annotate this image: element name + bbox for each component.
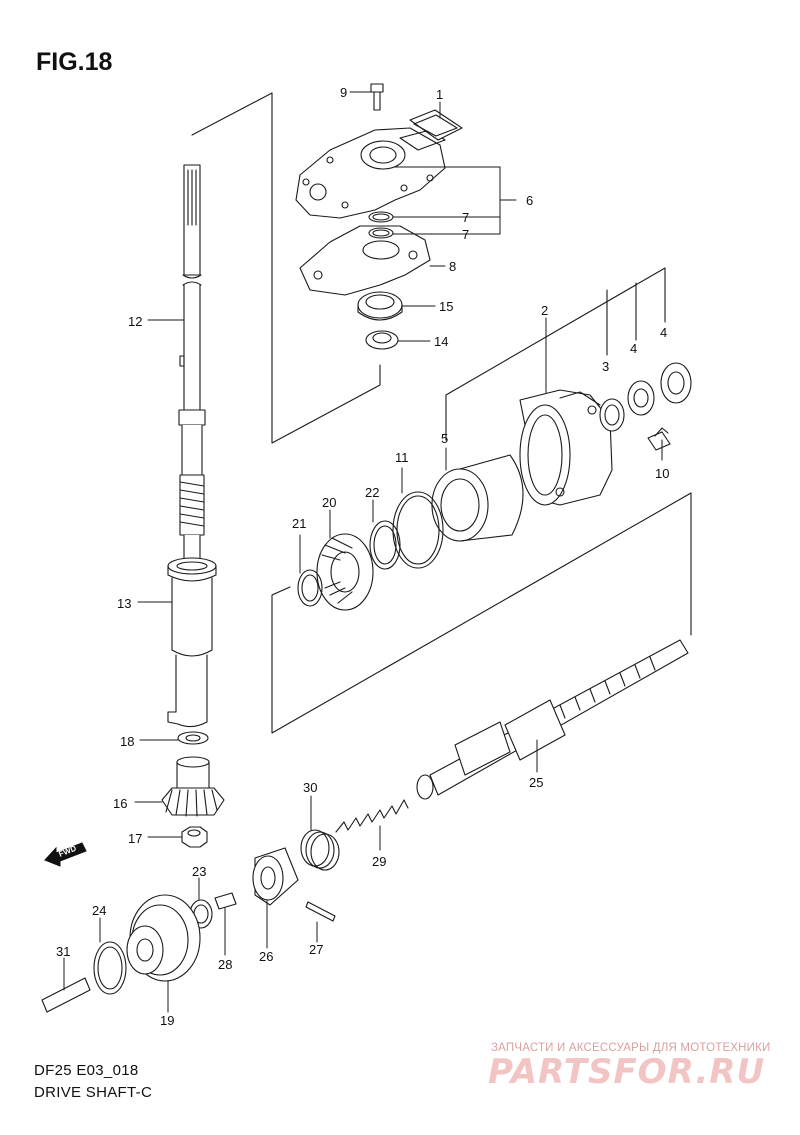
pin-part-31: [41, 977, 91, 1013]
impeller-part-1: [409, 109, 463, 141]
assembly-bracket-housing: [445, 267, 666, 441]
spring-part-29: [335, 799, 409, 833]
shim-part-24: [93, 941, 127, 995]
callout-part-25: 25: [529, 775, 543, 790]
callout-part-7b: 7: [462, 227, 469, 242]
nut-part-17: [181, 826, 208, 848]
shim-part-21: [297, 569, 323, 607]
drive-shaft-tube-part-13: [167, 557, 217, 728]
bolt-part-10: [647, 427, 671, 451]
callout-part-11: 11: [395, 450, 409, 465]
seal-part-14: [365, 330, 399, 350]
seal-part-4-outer: [660, 362, 692, 404]
callout-part-8: 8: [449, 259, 456, 274]
oring-part-11: [392, 491, 444, 569]
callout-part-3: 3: [602, 359, 609, 374]
pin-part-27: [305, 901, 336, 922]
seal-part-4-inner: [627, 380, 655, 416]
callout-part-13: 13: [117, 596, 131, 611]
callout-part-6: 6: [526, 193, 533, 208]
callout-part-1: 1: [436, 87, 443, 102]
drive-shaft-part-12: [178, 164, 206, 561]
washer-part-18: [177, 731, 209, 745]
callout-part-21: 21: [292, 516, 306, 531]
callout-part-2: 2: [541, 303, 548, 318]
bolt-part-9: [370, 83, 384, 111]
callout-part-9: 9: [340, 85, 347, 100]
watermark-caption: ЗАПЧАСТИ И АКСЕССУАРЫ ДЛЯ МОТОТЕХНИКИ: [491, 1042, 771, 1054]
callout-part-5: 5: [441, 431, 448, 446]
figure-title: FIG.18: [36, 48, 113, 76]
callout-part-20: 20: [322, 495, 336, 510]
pump-case-part-6: [295, 127, 446, 219]
callout-part-15: 15: [439, 299, 453, 314]
bearing-housing-part-2: [519, 389, 613, 506]
gasket-part-8: [299, 225, 431, 296]
leader-lines: [63, 91, 663, 1013]
callout-part-23: 23: [192, 864, 206, 879]
oring-part-7-lower: [368, 227, 394, 239]
callout-part-7a: 7: [462, 210, 469, 225]
callout-part-31: 31: [56, 944, 70, 959]
callout-part-19: 19: [160, 1013, 174, 1028]
callout-part-29: 29: [372, 854, 386, 869]
callout-part-17: 17: [128, 831, 142, 846]
bearing-part-5: [431, 454, 524, 542]
callout-part-18: 18: [120, 734, 134, 749]
gear-part-19: [126, 894, 201, 982]
spring-part-30: [300, 829, 340, 871]
callout-part-10: 10: [655, 466, 669, 481]
callout-part-16: 16: [113, 796, 127, 811]
callout-part-4b: 4: [660, 325, 667, 340]
oring-part-7-upper: [368, 211, 394, 223]
callout-part-24: 24: [92, 903, 106, 918]
pin-part-28: [214, 892, 237, 910]
callout-part-27: 27: [309, 942, 323, 957]
callout-part-30: 30: [303, 780, 317, 795]
callout-part-12: 12: [128, 314, 142, 329]
callout-part-14: 14: [434, 334, 448, 349]
gear-part-20: [316, 533, 374, 611]
propeller-shaft-part-25: [416, 639, 689, 800]
callout-part-26: 26: [259, 949, 273, 964]
forward-direction-icon: FWD: [44, 842, 87, 867]
clutch-part-26: [252, 847, 299, 906]
needle-bearing-part-3: [599, 398, 625, 432]
model-code: DF25 E03_018: [34, 1062, 139, 1079]
watermark-logo: PARTSFOR.RU: [488, 1052, 766, 1092]
pinion-gear-part-16: [161, 756, 225, 817]
callout-part-28: 28: [218, 957, 232, 972]
callout-part-4a: 4: [630, 341, 637, 356]
assembly-bracket-left: [191, 92, 381, 444]
shim-part-22: [369, 520, 401, 570]
callout-part-22: 22: [365, 485, 379, 500]
assembly-name: DRIVE SHAFT-C: [34, 1084, 153, 1101]
bearing-part-15: [357, 291, 403, 321]
assembly-bracket-shaft: [271, 492, 692, 734]
